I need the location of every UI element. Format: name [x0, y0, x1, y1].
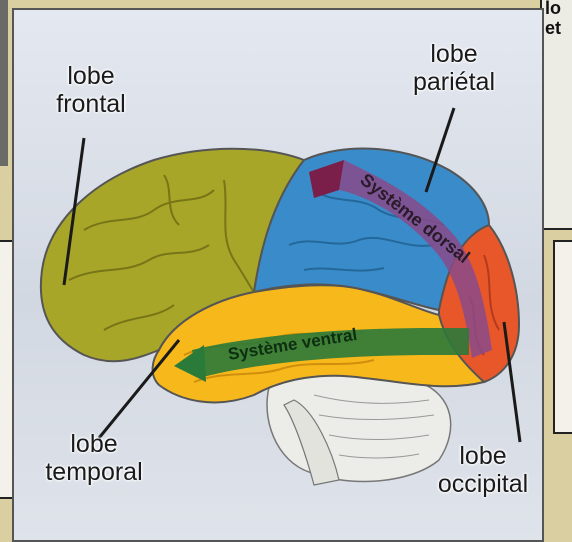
background-card-dark: [0, 0, 8, 166]
parietal-label-line1: lobe: [394, 40, 514, 68]
peek-text-line2: et: [545, 18, 561, 38]
peek-text: lo et: [545, 0, 561, 38]
brain-diagram-panel: Système dorsal Système ventral lobe fron…: [12, 8, 544, 542]
frontal-lobe-label: lobe frontal: [46, 62, 136, 118]
temporal-label-line2: temporal: [24, 458, 164, 486]
background-card-right-bottom: [553, 240, 572, 434]
frontal-label-line1: lobe: [46, 62, 136, 90]
occipital-label-line2: occipital: [424, 470, 542, 498]
peek-text-line1: lo: [545, 0, 561, 18]
temporal-lobe-label: lobe temporal: [24, 430, 164, 486]
occipital-lobe-label: lobe occipital: [424, 442, 542, 498]
parietal-label-line2: pariétal: [394, 68, 514, 96]
occipital-label-line1: lobe: [424, 442, 542, 470]
frontal-label-line2: frontal: [46, 90, 136, 118]
parietal-lobe-label: lobe pariétal: [394, 40, 514, 96]
temporal-label-line1: lobe: [24, 430, 164, 458]
